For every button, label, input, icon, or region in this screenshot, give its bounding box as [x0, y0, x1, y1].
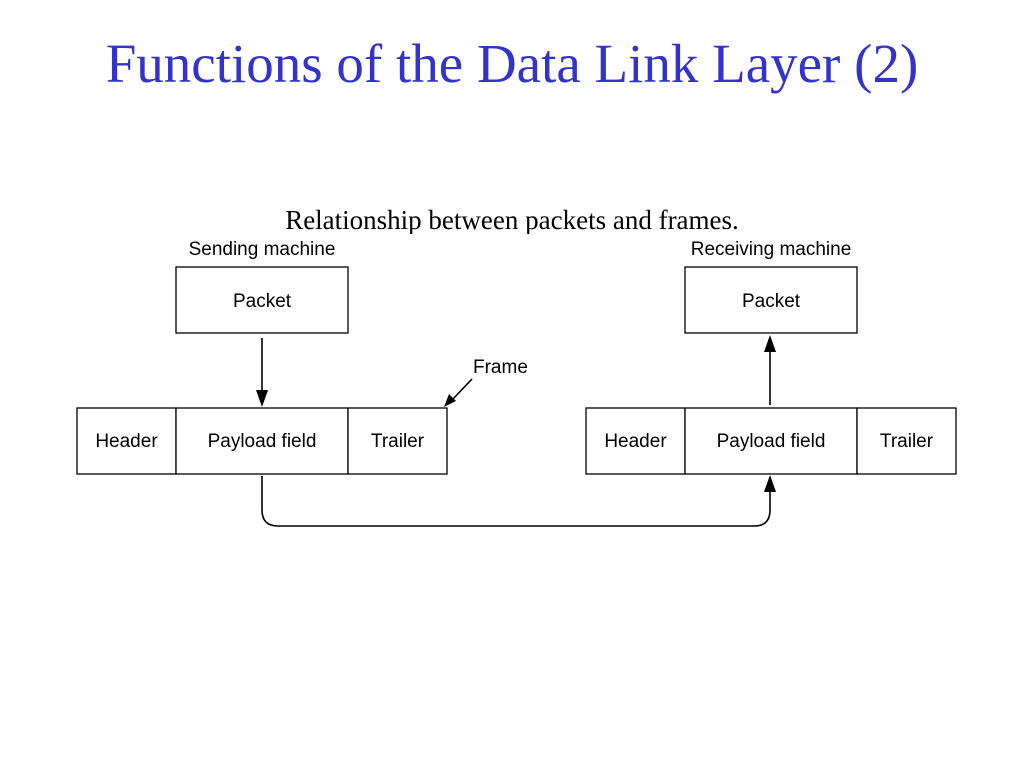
sending-frame-payload-label: Payload field: [208, 431, 317, 452]
receiving-frame-payload-label: Payload field: [717, 431, 826, 452]
sending-packet-label: Packet: [233, 291, 292, 312]
sending-frame-payload-cell: [175, 407, 349, 475]
frame-callout-label: Frame: [473, 357, 528, 378]
sending-frame: Header Payload field Trailer: [76, 407, 448, 475]
transmission-arrow: [261, 475, 776, 527]
sending-machine-label: Sending machine: [189, 239, 336, 260]
receiving-frame-trailer-cell: [856, 407, 957, 475]
receiving-frame-payload-cell: [684, 407, 858, 475]
receiving-packet-label: Packet: [742, 291, 801, 312]
receiving-packet-box: Packet: [684, 266, 858, 334]
diagram-caption: Relationship between packets and frames.: [285, 206, 739, 234]
sending-frame-trailer-cell: [347, 407, 448, 475]
receiving-frame-header-cell: [585, 407, 686, 475]
sending-frame-header-cell: [76, 407, 177, 475]
sending-packet-box: Packet: [175, 266, 349, 334]
receiving-frame-header-label: Header: [604, 431, 667, 452]
receiving-frame: Header Payload field Trailer: [585, 407, 957, 475]
sending-encapsulation-arrow: [256, 338, 268, 407]
receiving-decapsulation-arrow: [764, 335, 776, 405]
frame-callout: Frame: [444, 357, 528, 407]
sending-frame-header-label: Header: [95, 431, 158, 452]
receiving-machine-label: Receiving machine: [691, 239, 852, 260]
receiving-frame-trailer-label: Trailer: [880, 431, 934, 452]
slide-title: Functions of the Data Link Layer (2): [105, 33, 919, 94]
sending-frame-trailer-label: Trailer: [371, 431, 425, 452]
